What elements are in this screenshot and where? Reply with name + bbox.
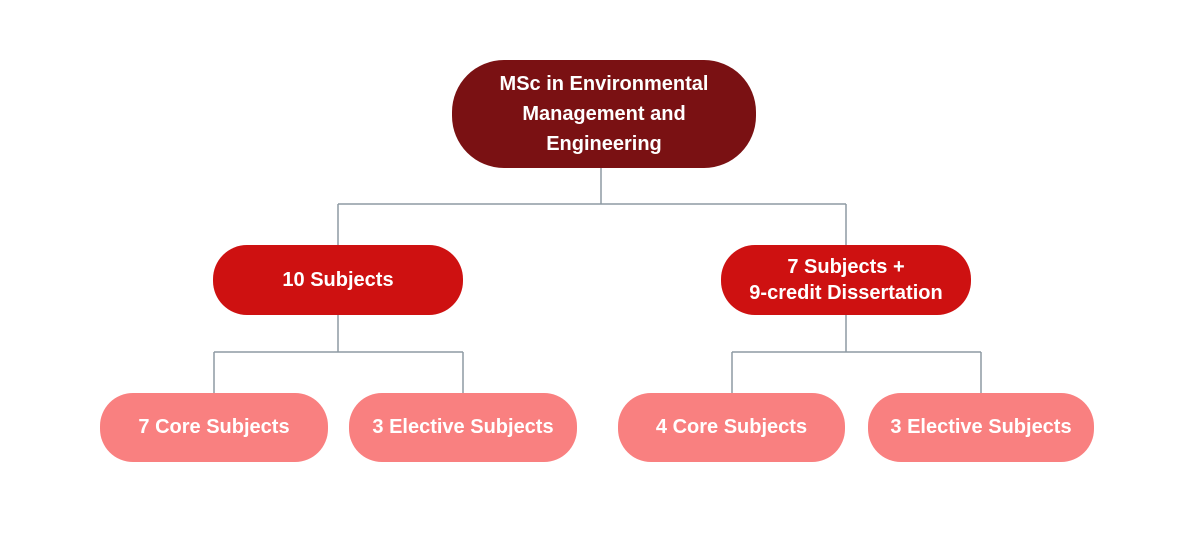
node-3-elective-subjects-left: 3 Elective Subjects — [349, 393, 577, 462]
node-msc-programme-label: MSc in Environmental Management and Engi… — [499, 73, 709, 155]
node-7-core-subjects-label: 7 Core Subjects — [138, 416, 290, 438]
node-7-core-subjects: 7 Core Subjects — [100, 393, 328, 462]
node-7-subjects-dissertation-label: 7 Subjects + 9-credit Dissertation — [749, 256, 943, 304]
connector-right-branch — [731, 315, 982, 393]
node-3-elective-subjects-right: 3 Elective Subjects — [868, 393, 1094, 462]
node-10-subjects: 10 Subjects — [213, 245, 463, 315]
node-4-core-subjects: 4 Core Subjects — [618, 393, 845, 462]
node-4-core-subjects-label: 4 Core Subjects — [655, 416, 808, 438]
node-3-elective-subjects-left-label: 3 Elective Subjects — [372, 416, 554, 438]
node-3-elective-subjects-right-label: 3 Elective Subjects — [890, 416, 1072, 438]
node-msc-programme: MSc in Environmental Management and Engi… — [452, 60, 756, 168]
connector-left-branch — [213, 315, 464, 393]
node-10-subjects-label: 10 Subjects — [282, 269, 394, 291]
node-7-subjects-dissertation: 7 Subjects + 9-credit Dissertation — [721, 245, 971, 315]
connector-root-to-level2 — [337, 168, 847, 245]
